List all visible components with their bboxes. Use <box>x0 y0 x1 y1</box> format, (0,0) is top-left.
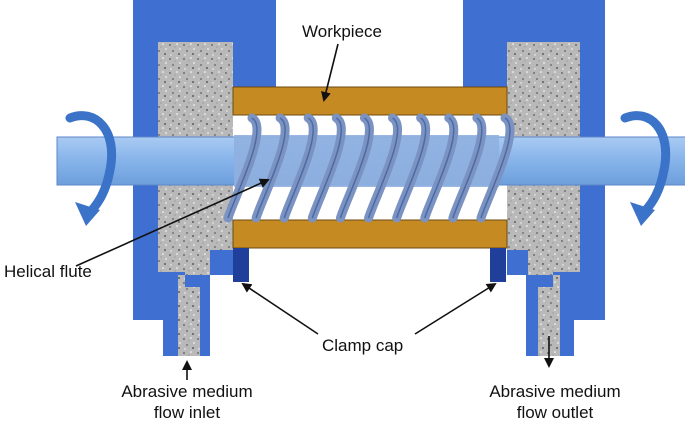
outlet-label: Abrasive medium flow outlet <box>465 381 645 423</box>
flute-turn-edge <box>395 117 427 219</box>
inlet-label-line1: Abrasive medium <box>121 382 253 401</box>
flute-turn-edge <box>367 117 399 219</box>
clamp-cap-right <box>490 248 506 282</box>
clamp-cap-label: Clamp cap <box>322 336 404 355</box>
flute-turn-edge <box>311 117 343 219</box>
flute-turn-edge <box>283 117 314 219</box>
helical-flute <box>223 113 515 223</box>
left-abrasive-chamber <box>158 42 233 356</box>
workpiece-top-plate <box>232 86 508 116</box>
workpiece-callout-arrow <box>321 43 339 102</box>
flute-turn-edge <box>227 117 258 219</box>
clamp-cap-right-callout-arrow <box>414 282 497 335</box>
rotation-arrow-left-icon <box>65 111 116 226</box>
flute-turn-edge <box>452 117 483 219</box>
flute-turn-edge <box>480 117 511 219</box>
outlet-label-line2: flow outlet <box>516 403 594 422</box>
inlet-label: Abrasive medium flow inlet <box>97 381 277 423</box>
flute-turn-edge <box>339 117 371 219</box>
clamp-cap-left-callout-arrow <box>241 282 319 335</box>
flute-turn-edge <box>255 117 286 219</box>
rotation-arrow-right-icon <box>620 111 671 226</box>
clamp-cap-left <box>233 248 249 282</box>
workpiece-bottom-plate <box>232 219 508 249</box>
inlet-label-line2: flow inlet <box>153 403 221 422</box>
right-abrasive-chamber <box>507 42 580 356</box>
outlet-label-line1: Abrasive medium <box>489 382 621 401</box>
workpiece-label: Workpiece <box>302 22 382 41</box>
flute-turn-edge <box>424 117 455 219</box>
helical-flute-callout-arrow <box>75 178 270 267</box>
helical-flute-label: Helical flute <box>4 262 92 281</box>
